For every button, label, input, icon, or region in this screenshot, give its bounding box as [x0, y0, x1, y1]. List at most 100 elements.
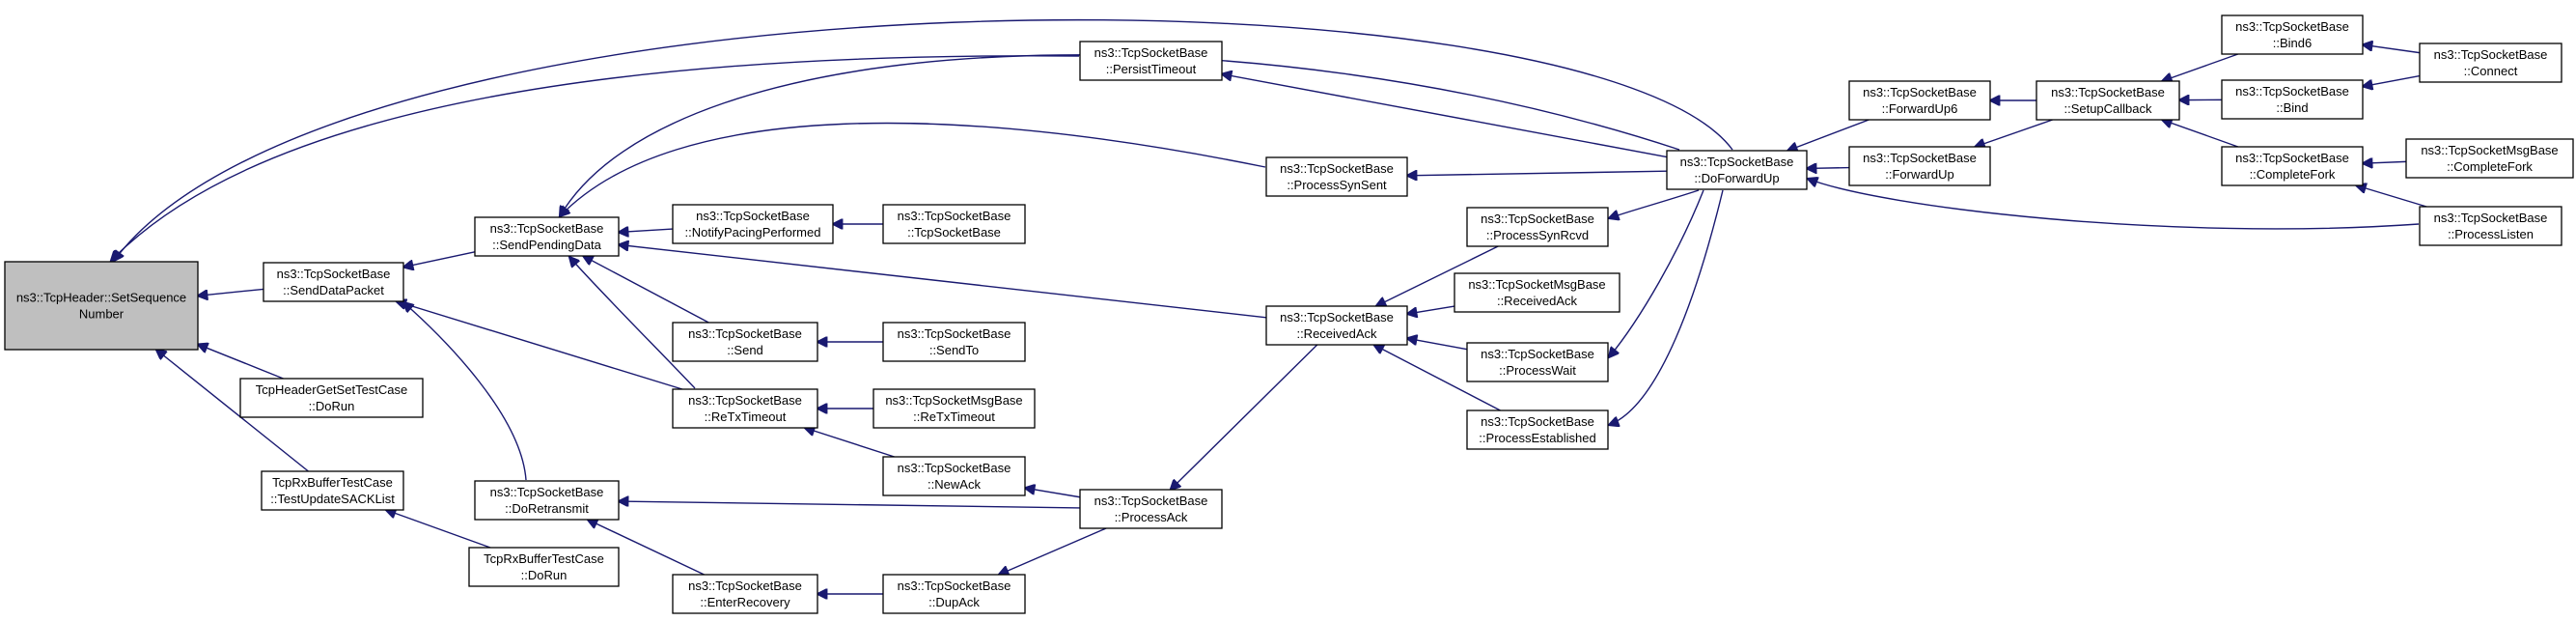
node-ra[interactable]: ns3::TcpSocketBase::ReceivedAck [1265, 305, 1408, 346]
node-box [882, 456, 1026, 496]
node-mra[interactable]: ns3::TcpSocketMsgBase::ReceivedAck [1454, 272, 1620, 313]
node-label-line: ::ReTxTimeout [913, 409, 995, 424]
node-box [1466, 207, 1609, 247]
node-fu[interactable]: ns3::TcpSocketBase::ForwardUp [1848, 146, 1991, 186]
node-label-line: ::ForwardUp [1885, 167, 1954, 182]
node-cf[interactable]: ns3::TcpSocketBase::CompleteFork [2221, 146, 2364, 186]
node-label-line: ns3::TcpSocketBase [898, 209, 1011, 223]
edge-psr-to-ra [1376, 245, 1499, 306]
edge-er-to-dre [588, 520, 705, 576]
node-rtx[interactable]: ns3::TcpSocketBase::ReTxTimeout [672, 388, 818, 429]
node-label-line: ::NotifyPacingPerformed [685, 225, 821, 240]
node-box [4, 261, 199, 351]
node-label-line: ns3::TcpSocketBase [1280, 310, 1394, 325]
node-con[interactable]: ns3::TcpSocketBase::Connect [2419, 42, 2562, 83]
node-label-line: ns3::TcpSocketBase [898, 579, 1011, 593]
node-sdp[interactable]: ns3::TcpSocketBase::SendDataPacket [263, 262, 404, 302]
node-box [873, 388, 1036, 429]
node-send[interactable]: ns3::TcpSocketBase::Send [672, 322, 818, 362]
edge-rtx-to-spd [569, 257, 696, 389]
node-npp[interactable]: ns3::TcpSocketBase::NotifyPacingPerforme… [672, 204, 834, 244]
node-na[interactable]: ns3::TcpSocketBase::NewAck [882, 456, 1026, 496]
node-b6[interactable]: ns3::TcpSocketBase::Bind6 [2221, 14, 2364, 55]
node-label-line: ns3::TcpSocketBase [1863, 151, 1977, 165]
node-da[interactable]: ns3::TcpSocketBase::DupAck [882, 574, 1026, 614]
node-label-line: ::DoForwardUp [1694, 171, 1779, 185]
node-box [882, 574, 1026, 614]
node-label-line: ::ReceivedAck [1497, 294, 1578, 308]
node-thgst[interactable]: TcpHeaderGetSetTestCase::DoRun [239, 378, 424, 418]
node-label-line: ::ProcessEstablished [1479, 431, 1595, 445]
node-box [672, 204, 834, 244]
node-box [239, 378, 424, 418]
node-box [468, 547, 620, 587]
node-box [1848, 146, 1991, 186]
node-label-line: ns3::TcpSocketBase [688, 579, 802, 593]
node-box [2221, 14, 2364, 55]
node-sc[interactable]: ns3::TcpSocketBase::SetupCallback [2036, 80, 2180, 121]
node-label-line: ns3::TcpSocketBase [898, 326, 1011, 341]
node-pss[interactable]: ns3::TcpSocketBase::ProcessSynSent [1265, 156, 1408, 197]
edge-sc-to-fu [1975, 119, 2053, 147]
node-label-line: ::EnterRecovery [700, 595, 790, 609]
node-label-line: ::Send [727, 343, 763, 357]
edge-dfu-to-pss [1407, 171, 1668, 176]
node-mcf[interactable]: ns3::TcpSocketMsgBase::CompleteFork [2405, 138, 2574, 179]
node-label-line: ::DupAck [928, 595, 980, 609]
node-box [882, 322, 1026, 362]
edge-thgst-to-root [198, 345, 284, 380]
node-box [882, 204, 1026, 244]
node-tsbc[interactable]: ns3::TcpSocketBase::TcpSocketBase [882, 204, 1026, 244]
edge-dfu-to-psr [1609, 189, 1700, 218]
edge-dfu-to-pt [1222, 74, 1668, 158]
edge-pt-to-root [111, 55, 1080, 261]
node-pl[interactable]: ns3::TcpSocketBase::ProcessListen [2419, 206, 2562, 246]
node-dfu[interactable]: ns3::TcpSocketBase::DoForwardUp [1666, 150, 1808, 190]
node-box [672, 322, 818, 362]
node-dre[interactable]: ns3::TcpSocketBase::DoRetransmit [474, 480, 620, 521]
node-box [1466, 342, 1609, 382]
node-b[interactable]: ns3::TcpSocketBase::Bind [2221, 79, 2364, 120]
node-label-line: ns3::TcpSocketBase [1863, 85, 1977, 99]
edge-dre-to-sdp [403, 302, 527, 481]
edge-ra-to-spd [619, 244, 1267, 319]
node-label-line: ::Bind [2276, 100, 2308, 115]
node-er[interactable]: ns3::TcpSocketBase::EnterRecovery [672, 574, 818, 614]
node-sto[interactable]: ns3::TcpSocketBase::SendTo [882, 322, 1026, 362]
edge-mra-to-ra [1407, 305, 1455, 314]
edge-cf-to-sc [2162, 120, 2239, 148]
node-label-line: ns3::TcpSocketBase [2235, 151, 2349, 165]
edge-con-to-b [2363, 74, 2421, 87]
node-fu6[interactable]: ns3::TcpSocketBase::ForwardUp6 [1848, 80, 1991, 121]
node-box [474, 216, 620, 257]
node-label-line: ns3::TcpSocketBase [2235, 19, 2349, 34]
node-label-line: ns3::TcpHeader::SetSequence [16, 291, 186, 305]
node-pa[interactable]: ns3::TcpSocketBase::ProcessAck [1079, 489, 1223, 529]
node-mrtx[interactable]: ns3::TcpSocketMsgBase::ReTxTimeout [873, 388, 1036, 429]
node-label-line: TcpHeaderGetSetTestCase [256, 382, 408, 397]
node-pw[interactable]: ns3::TcpSocketBase::ProcessWait [1466, 342, 1609, 382]
node-box [1666, 150, 1808, 190]
node-label-line: ns3::TcpSocketBase [1481, 347, 1594, 361]
node-label-line: ::ProcessSynSent [1287, 178, 1387, 192]
edge-pa-to-dre [619, 501, 1081, 509]
node-trb[interactable]: TcpRxBufferTestCase::TestUpdateSACKList [261, 470, 404, 511]
node-trbdr[interactable]: TcpRxBufferTestCase::DoRun [468, 547, 620, 587]
node-spd[interactable]: ns3::TcpSocketBase::SendPendingData [474, 216, 620, 257]
node-label-line: ns3::TcpSocketBase [1280, 161, 1394, 176]
node-psr[interactable]: ns3::TcpSocketBase::ProcessSynRcvd [1466, 207, 1609, 247]
node-label-line: ns3::TcpSocketBase [277, 267, 391, 281]
node-box [1454, 272, 1620, 313]
node-label-line: ns3::TcpSocketBase [1481, 414, 1594, 429]
node-box [2405, 138, 2574, 179]
node-box [261, 470, 404, 511]
node-label-line: ::ForwardUp6 [1882, 101, 1958, 116]
node-pe[interactable]: ns3::TcpSocketBase::ProcessEstablished [1466, 409, 1609, 450]
node-label-line: ns3::TcpSocketBase [490, 485, 604, 499]
node-label-line: ::SetupCallback [2064, 101, 2152, 116]
node-label-line: ns3::TcpSocketBase [490, 221, 604, 236]
node-pt[interactable]: ns3::TcpSocketBase::PersistTimeout [1079, 41, 1223, 81]
edge-dfu-to-spd [560, 54, 1680, 216]
node-label-line: ns3::TcpSocketBase [688, 326, 802, 341]
